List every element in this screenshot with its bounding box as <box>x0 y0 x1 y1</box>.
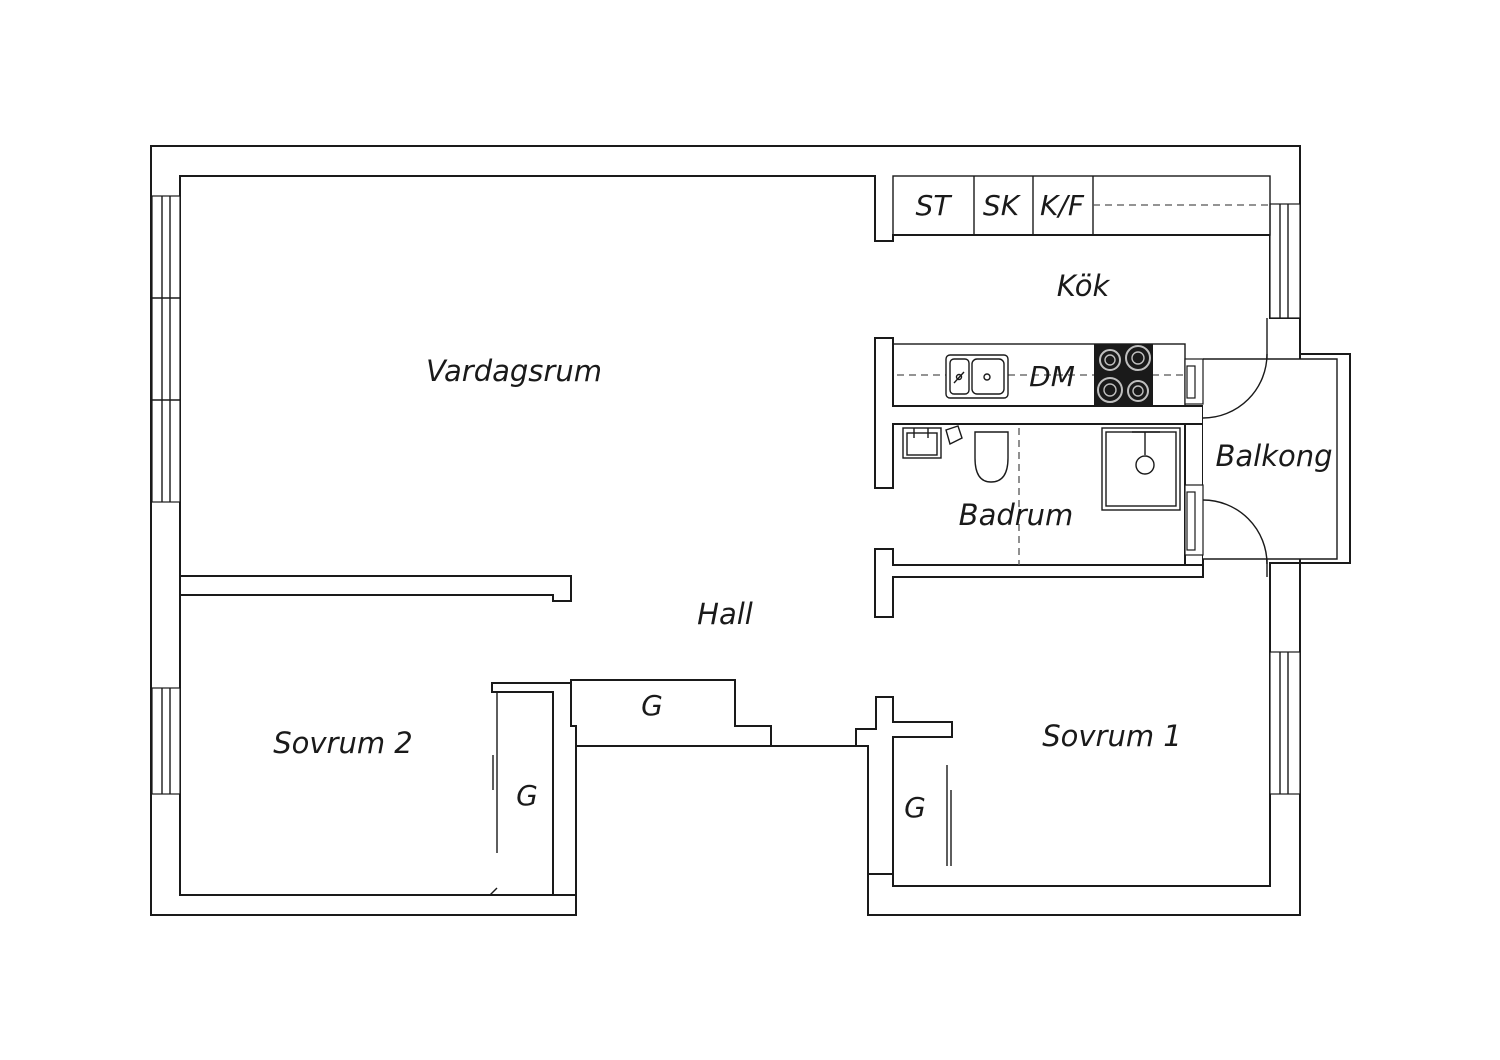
wall-bedroom2-wardrobe <box>491 682 577 896</box>
fixture-label-kf: K/F <box>1040 189 1085 222</box>
kitchen-sink-icon <box>945 354 1009 399</box>
room-label-vardagsrum: Vardagsrum <box>426 354 602 388</box>
shower-icon <box>1101 427 1181 511</box>
toilet-icon <box>945 425 1009 483</box>
wardrobe-label-sovrum2: G <box>516 779 538 812</box>
door-swing-icon <box>1184 318 1268 419</box>
wall-bedroom1-wardrobe <box>855 696 953 875</box>
wall-bath-bottom <box>874 548 1204 618</box>
fixture-label-sk: SK <box>983 189 1022 222</box>
stove-icon <box>1094 344 1153 406</box>
bathroom-sink-icon <box>902 427 942 459</box>
room-label-sovrum2: Sovrum 2 <box>273 726 413 760</box>
fixture-label-st: ST <box>916 189 953 222</box>
window-icon <box>1269 651 1301 795</box>
room-label-badrum: Badrum <box>959 498 1074 532</box>
room-label-balkong: Balkong <box>1215 439 1332 473</box>
wardrobe-label-sovrum1: G <box>904 791 926 824</box>
room-label-sovrum1: Sovrum 1 <box>1042 719 1182 753</box>
kitchen-upper-counter <box>892 175 1271 236</box>
wardrobe-label-hall: G <box>641 689 663 722</box>
door-swing-icon <box>1184 484 1268 577</box>
fixture-label-dm: DM <box>1029 360 1075 393</box>
room-label-hall: Hall <box>697 597 753 631</box>
window-icon <box>151 195 181 503</box>
window-icon <box>1269 203 1301 319</box>
room-label-kok: Kök <box>1057 269 1111 303</box>
window-icon <box>151 687 181 795</box>
exterior-wall <box>150 145 1301 916</box>
balcony-inner <box>1203 359 1337 559</box>
wall-living-bedroom2 <box>179 575 572 602</box>
wall-hall-wardrobe <box>570 679 772 747</box>
